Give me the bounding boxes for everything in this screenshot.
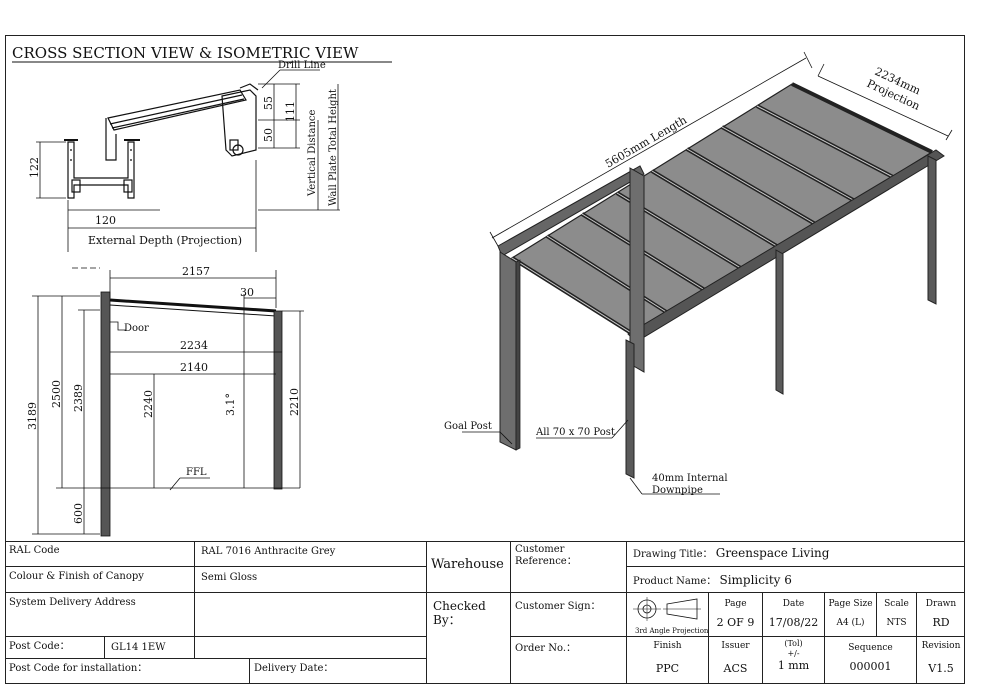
delivery-address-label: System Delivery Address <box>5 593 195 637</box>
dim-2140: 2140 <box>180 361 208 374</box>
dim-angle: 3.1° <box>224 393 237 416</box>
date-cell: Date 17/08/22 <box>763 593 825 637</box>
page-cell: Page 2 OF 9 <box>709 593 763 637</box>
post-code-blank <box>195 637 427 659</box>
title-block: RAL Code RAL 7016 Anthracite Grey Colour… <box>5 541 965 684</box>
sequence-cell: Sequence 000001 <box>825 637 917 684</box>
wall-plate-profile <box>64 83 259 199</box>
delivery-address-value <box>195 593 427 637</box>
tol-value: 1 mm <box>777 659 810 673</box>
page-label: Page <box>724 599 747 609</box>
date-value: 17/08/22 <box>768 615 819 629</box>
dim-111: 111 <box>284 101 297 122</box>
customer-sign-label: Customer Sign： <box>511 593 627 637</box>
drill-line-label: Drill Line <box>278 60 326 71</box>
scale-cell: Scale NTS <box>877 593 917 637</box>
finish-value: PPC <box>655 661 680 675</box>
dim-600: 600 <box>72 503 85 524</box>
drawn-cell: Drawn RD <box>917 593 965 637</box>
issuer-label: Issuer <box>721 641 750 651</box>
dim-2389: 2389 <box>72 384 85 412</box>
dim-2210: 2210 <box>288 388 301 416</box>
drawn-label: Drawn <box>925 599 957 609</box>
product-name-label: Product Name： <box>633 576 717 587</box>
warehouse-label: Warehouse <box>427 541 511 593</box>
downpipe-label-1: 40mm Internal <box>652 473 728 484</box>
isometric-dimension-lines <box>462 51 953 495</box>
sequence-value: 000001 <box>849 659 892 673</box>
ffl-label: FFL <box>186 467 207 478</box>
isometric-canopy <box>497 82 945 479</box>
finish-label: Finish <box>653 641 682 651</box>
page-size-label: Page Size <box>828 599 873 609</box>
dim-120: 120 <box>95 214 116 227</box>
drawing-title-row: Drawing Title： Greenspace Living <box>627 541 965 567</box>
dim-2240: 2240 <box>142 390 155 418</box>
dim-2234: 2234 <box>180 339 208 352</box>
checked-by-label: Checked By： <box>427 593 511 684</box>
projection-caption: 3rd Angle Projection <box>635 627 709 635</box>
dim-2500: 2500 <box>50 380 63 408</box>
post-code-value: GL14 1EW <box>105 637 195 659</box>
wall-plate-height-label: Wall Plate Total Height <box>328 89 339 206</box>
scale-value: NTS <box>886 617 907 628</box>
scale-label: Scale <box>884 599 909 609</box>
projection-symbol-cell: 3rd Angle Projection <box>627 593 709 637</box>
issuer-value: ACS <box>723 661 748 675</box>
post-code-label: Post Code： <box>5 637 105 659</box>
elevation-structure <box>100 291 283 537</box>
drawing-title-value: Greenspace Living <box>715 546 830 560</box>
order-no-label: Order No.： <box>511 637 627 684</box>
goal-post-label: Goal Post <box>444 421 492 432</box>
delivery-date-label: Delivery Date： <box>250 659 427 684</box>
finish-cell: Finish PPC <box>627 637 709 684</box>
vertical-distance-label: Vertical Distance <box>307 109 318 197</box>
revision-value: V1.5 <box>928 661 954 675</box>
date-label: Date <box>782 599 805 609</box>
tol-label-1: (Tol) <box>784 639 803 648</box>
post-code-install-label: Post Code for installation： <box>5 659 250 684</box>
tolerance-cell: (Tol) +/- 1 mm <box>763 637 825 684</box>
downpipe-label-2: Downpipe <box>652 485 703 496</box>
dim-3189: 3189 <box>26 402 39 430</box>
product-name-row: Product Name： Simplicity 6 <box>627 567 965 593</box>
tol-label-2: +/- <box>787 648 800 658</box>
ral-code-value: RAL 7016 Anthracite Grey <box>195 541 427 567</box>
revision-cell: Revision V1.5 <box>917 637 965 684</box>
page-size-cell: Page Size A4 (L) <box>825 593 877 637</box>
elevation-dimension-lines <box>32 267 304 535</box>
posts-label: All 70 x 70 Post <box>535 427 615 438</box>
page-value: 2 OF 9 <box>716 615 755 629</box>
page-title: CROSS SECTION VIEW & ISOMETRIC VIEW <box>12 44 359 62</box>
colour-label: Colour & Finish of Canopy <box>5 567 195 593</box>
revision-label: Revision <box>921 641 961 651</box>
section-dimension-lines <box>36 69 340 252</box>
dim-50: 50 <box>262 128 275 142</box>
third-angle-projection-icon <box>633 597 701 621</box>
product-name-value: Simplicity 6 <box>719 573 792 587</box>
colour-value: Semi Gloss <box>195 567 427 593</box>
drawing-title-label: Drawing Title： <box>633 549 713 560</box>
issuer-cell: Issuer ACS <box>709 637 763 684</box>
drawn-value: RD <box>932 615 950 629</box>
external-depth-label: External Depth (Projection) <box>88 234 242 247</box>
dim-2157: 2157 <box>182 265 210 278</box>
ral-code-label: RAL Code <box>5 541 195 567</box>
door-label: Door <box>124 323 149 334</box>
dim-122: 122 <box>28 157 41 178</box>
page-size-value: A4 (L) <box>836 617 865 628</box>
dim-30: 30 <box>240 286 254 299</box>
dim-55: 55 <box>262 96 275 110</box>
customer-reference-label: Customer Reference： <box>511 541 627 593</box>
sequence-label: Sequence <box>848 643 893 653</box>
